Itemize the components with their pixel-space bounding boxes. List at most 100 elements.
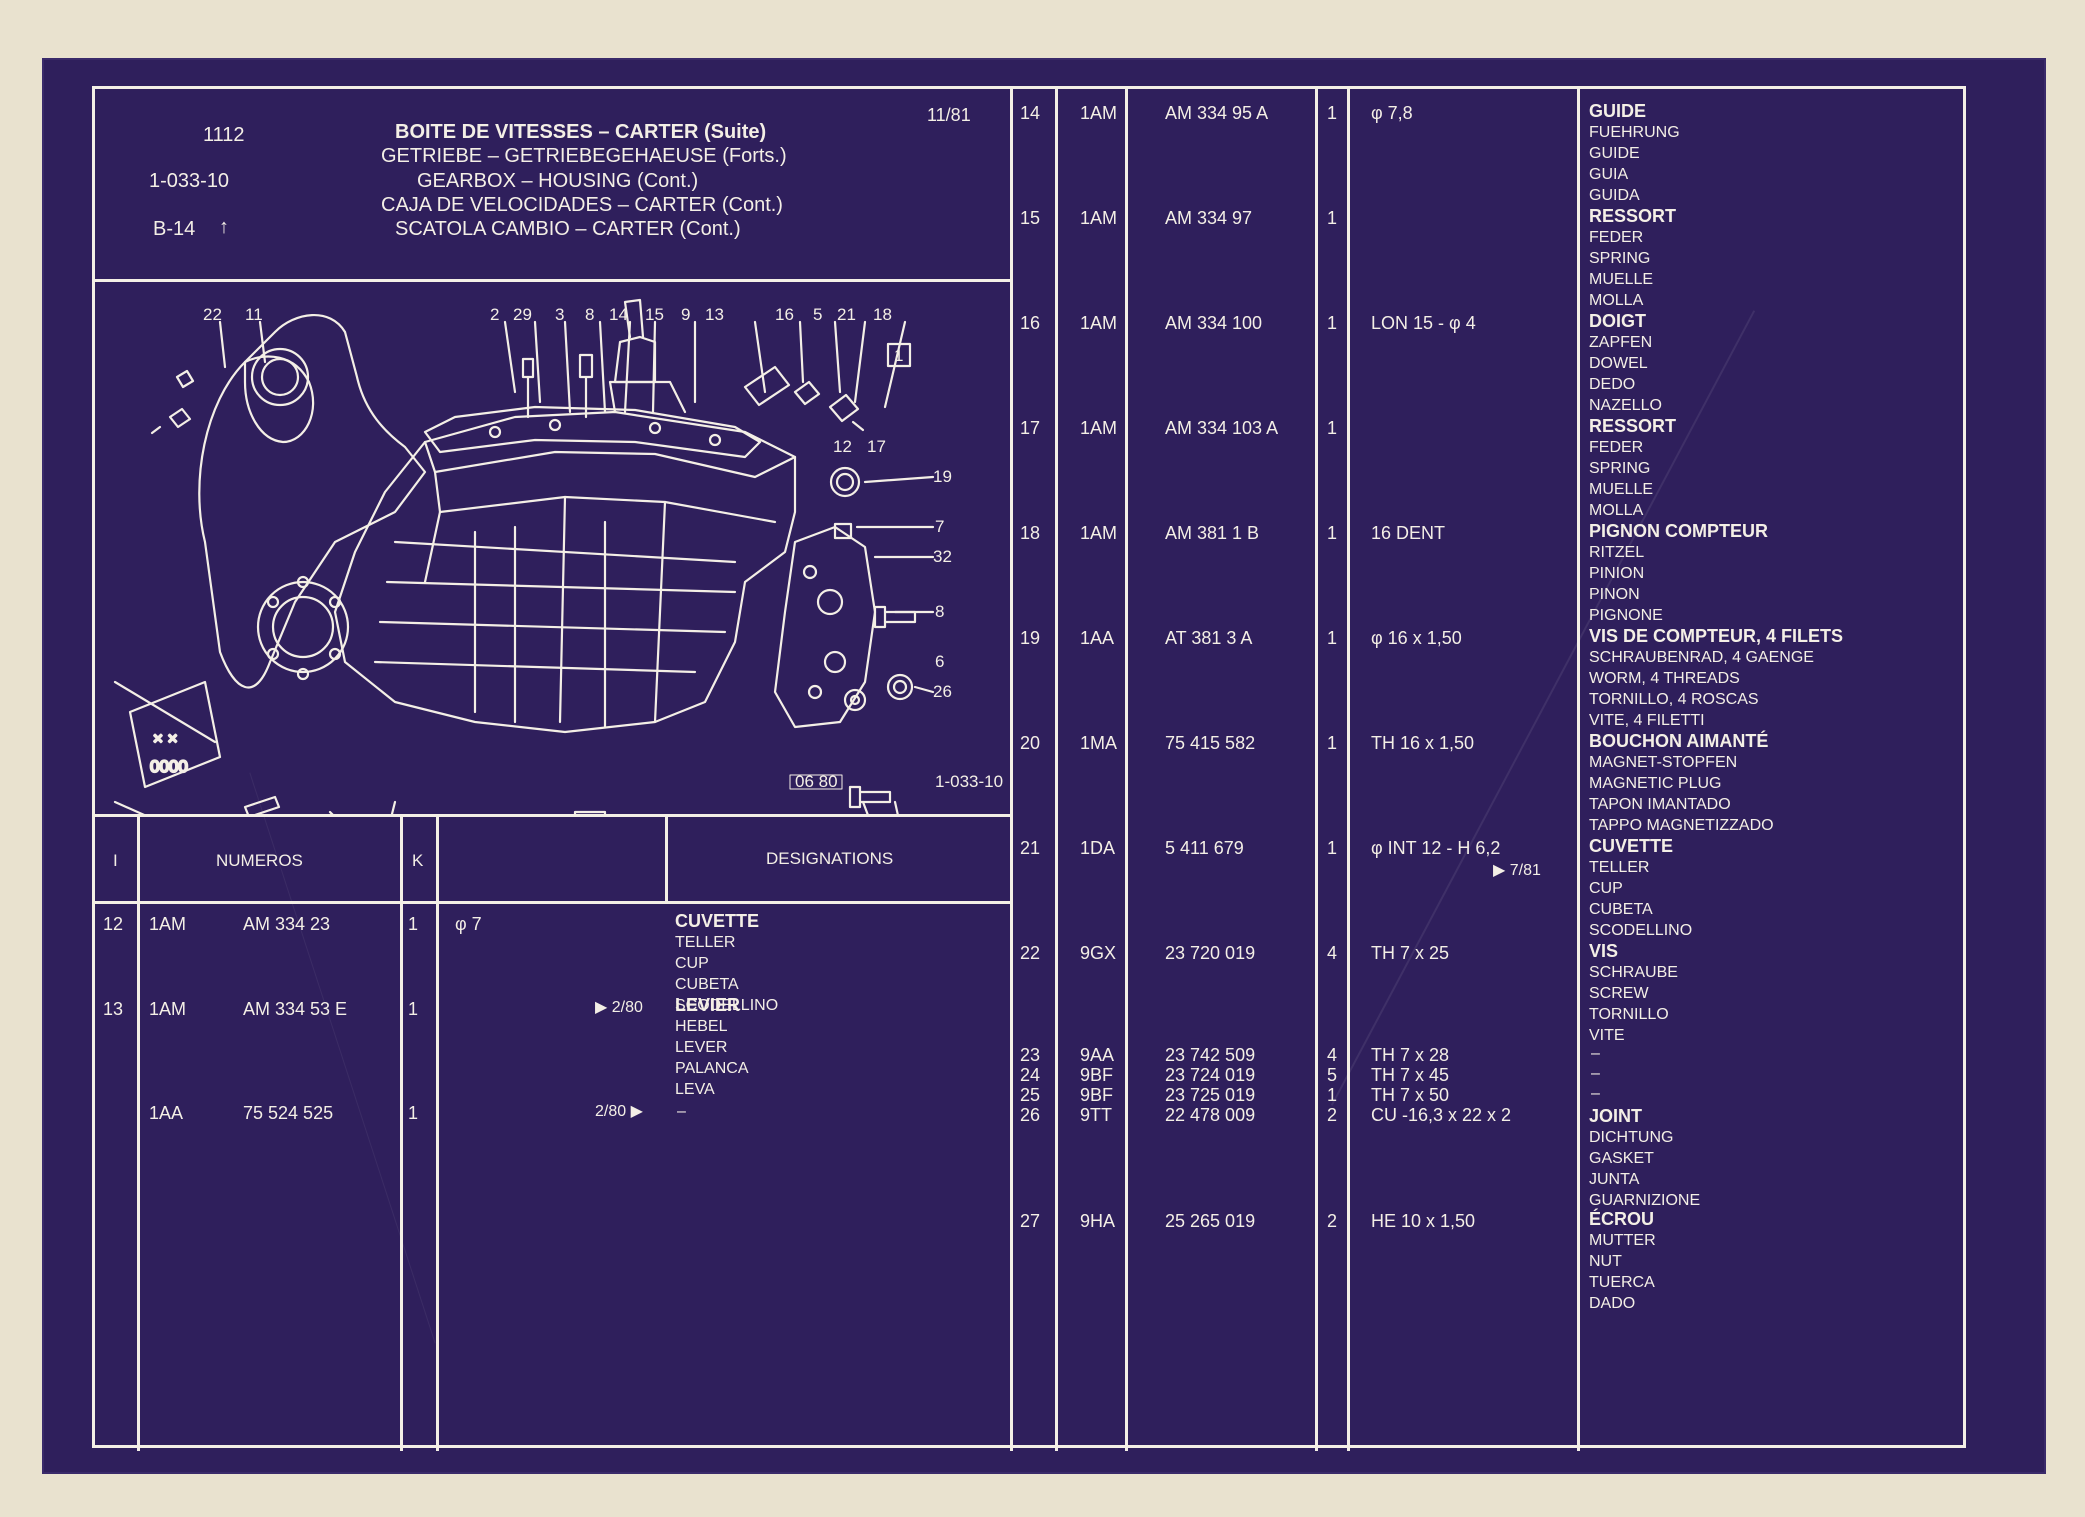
row-12-spec: φ 7 bbox=[455, 914, 482, 934]
table-header-line bbox=[95, 901, 1010, 904]
row-26-code: 9TT bbox=[1080, 1105, 1113, 1125]
callout-19: 19 bbox=[933, 467, 952, 486]
callout-29: 29 bbox=[513, 305, 532, 324]
row-13-k: 1 bbox=[408, 999, 419, 1019]
row-22-i: 22 bbox=[1020, 943, 1041, 963]
right-col-line-spec bbox=[1577, 89, 1580, 1451]
row-19-code: 1AA bbox=[1080, 628, 1115, 648]
callout-26-right: 26 bbox=[933, 682, 952, 701]
gearbox-exploded-diagram: × × 0000 22 11 2 29 3 8 1 bbox=[113, 298, 1003, 814]
parts-sheet: 1112 1-033-10 B-14 ↑ BOITE DE VITESSES –… bbox=[92, 86, 1966, 1451]
row-21-i: 21 bbox=[1020, 838, 1041, 858]
row-27-spec: HE 10 x 1,50 bbox=[1371, 1211, 1476, 1231]
row-14-code: 1AM bbox=[1080, 103, 1118, 123]
row-13-note: ▶ 2/80 bbox=[595, 999, 643, 1016]
row-21-spec: φ INT 12 - H 6,2 bbox=[1371, 838, 1501, 858]
label-12: 12 bbox=[833, 437, 852, 456]
right-col-line-i bbox=[1055, 89, 1058, 1451]
header-page: B-14 bbox=[153, 218, 196, 240]
callout-18: 18 bbox=[873, 305, 892, 324]
row-18-num: AM 381 1 B bbox=[1165, 523, 1260, 543]
header-ref: 1-033-10 bbox=[149, 170, 230, 192]
row-13-i: 13 bbox=[103, 999, 124, 1019]
row-13-num: AM 334 53 E bbox=[243, 999, 348, 1019]
col-line-k bbox=[436, 814, 439, 1451]
row-22-code: 9GX bbox=[1080, 943, 1117, 963]
row-24-spec: TH 7 x 45 bbox=[1371, 1065, 1450, 1085]
row-15-i: 15 bbox=[1020, 208, 1041, 228]
svg-text:0000: 0000 bbox=[150, 757, 188, 776]
callout-3: 3 bbox=[555, 305, 564, 324]
row-15-k: 1 bbox=[1327, 208, 1338, 228]
callout-13: 13 bbox=[705, 305, 724, 324]
row-15-num: AM 334 97 bbox=[1165, 208, 1253, 228]
row-25-spec: TH 7 x 50 bbox=[1371, 1085, 1450, 1105]
svg-text:× ×: × × bbox=[153, 729, 178, 748]
row-16-num: AM 334 100 bbox=[1165, 313, 1263, 333]
table-top-line bbox=[95, 814, 1010, 817]
row-18-k: 1 bbox=[1327, 523, 1338, 543]
col-line-i bbox=[137, 814, 140, 1451]
row-14-spec: φ 7,8 bbox=[1371, 103, 1413, 123]
row-26-k: 2 bbox=[1327, 1105, 1338, 1125]
row-20-i: 20 bbox=[1020, 733, 1041, 753]
title-de: GETRIEBE – GETRIEBEGEHAEUSE (Forts.) bbox=[381, 145, 787, 167]
row-17-k: 1 bbox=[1327, 418, 1338, 438]
header-code: 1112 bbox=[203, 124, 245, 146]
row-23-designation: – bbox=[1591, 1045, 1600, 1062]
row-14-num: AM 334 95 A bbox=[1165, 103, 1269, 123]
row-22-k: 4 bbox=[1327, 943, 1338, 963]
row-12-designation: CUVETTE TELLER CUP CUBETA SCODELLINO bbox=[675, 911, 779, 1014]
diagram-callouts: 22 11 2 29 3 8 14 15 9 13 16 5 21 18 1 1… bbox=[203, 305, 1003, 791]
row-17-code: 1AM bbox=[1080, 418, 1118, 438]
row-12-k: 1 bbox=[408, 914, 419, 934]
row-25-designation: – bbox=[1591, 1085, 1600, 1102]
row-27-num: 25 265 019 bbox=[1165, 1211, 1256, 1231]
row-21-code: 1DA bbox=[1080, 838, 1116, 858]
row-14-k: 1 bbox=[1327, 103, 1338, 123]
col-line-numeros bbox=[400, 814, 403, 1451]
row-19-spec: φ 16 x 1,50 bbox=[1371, 628, 1462, 648]
row-26-i: 26 bbox=[1020, 1105, 1041, 1125]
row-12-code: 1AM bbox=[149, 914, 187, 934]
row-17-i: 17 bbox=[1020, 418, 1041, 438]
row-24-code: 9BF bbox=[1080, 1065, 1114, 1085]
row-21-num: 5 411 679 bbox=[1165, 838, 1244, 858]
title-en: GEARBOX – HOUSING (Cont.) bbox=[417, 170, 699, 192]
row-26-spec: CU -16,3 x 22 x 2 bbox=[1371, 1105, 1512, 1125]
callout-32: 32 bbox=[933, 547, 952, 566]
row-20-code: 1MA bbox=[1080, 733, 1118, 753]
right-col-line-num bbox=[1315, 89, 1318, 1451]
row-24-k: 5 bbox=[1327, 1065, 1338, 1085]
row-16-k: 1 bbox=[1327, 313, 1338, 333]
row-12-num: AM 334 23 bbox=[243, 914, 331, 934]
row-25-code: 9BF bbox=[1080, 1085, 1114, 1105]
row-16-code: 1AM bbox=[1080, 313, 1118, 333]
title-it: SCATOLA CAMBIO – CARTER (Cont.) bbox=[395, 218, 741, 240]
row-21-k: 1 bbox=[1327, 838, 1338, 858]
header-date: 11/81 bbox=[927, 105, 971, 125]
col-line-spec bbox=[665, 814, 668, 901]
row-19-num: AT 381 3 A bbox=[1165, 628, 1253, 648]
row-21-note: ▶ 7/81 bbox=[1493, 862, 1541, 879]
row-16-i: 16 bbox=[1020, 313, 1041, 333]
label-17: 17 bbox=[867, 437, 886, 456]
callout-22: 22 bbox=[203, 305, 222, 324]
row-22-num: 23 720 019 bbox=[1165, 943, 1256, 963]
row-13-designation: LEVIER HEBEL LEVER PALANCA LEVA bbox=[675, 995, 749, 1098]
row-25-k: 1 bbox=[1327, 1085, 1338, 1105]
right-col-line-k bbox=[1347, 89, 1350, 1451]
row-17-num: AM 334 103 A bbox=[1165, 418, 1279, 438]
callout-15: 15 bbox=[645, 305, 664, 324]
row-23-i: 23 bbox=[1020, 1045, 1041, 1065]
row-15-code: 1AM bbox=[1080, 208, 1118, 228]
row-22-spec: TH 7 x 25 bbox=[1371, 943, 1450, 963]
row-23-k: 4 bbox=[1327, 1045, 1338, 1065]
row-14-i: 14 bbox=[1020, 103, 1041, 123]
row-13b-note: 2/80 ▶ bbox=[595, 1103, 643, 1120]
